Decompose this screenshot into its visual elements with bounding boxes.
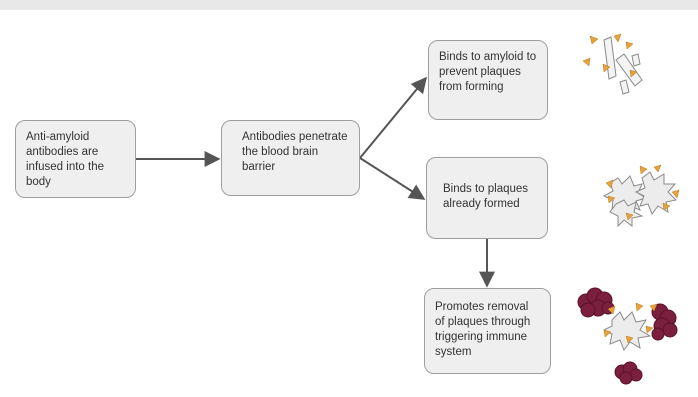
node-infuse-label: Anti-amyloid antibodies are infused into… — [26, 131, 105, 188]
arrow-penetrate-to-bind-plaques — [359, 157, 426, 200]
node-bind-plaques-label: Binds to plaques already formed — [443, 183, 529, 210]
node-removal-label: Promotes removal of plaques through trig… — [435, 301, 531, 358]
arrow-penetrate-to-bind-amyloid — [359, 76, 428, 159]
antibodies-bound-to-plaques-icon — [602, 164, 680, 228]
immune-cells-clearing-plaques-icon — [577, 287, 678, 385]
antibodies-bound-to-amyloid-fibrils-icon — [582, 33, 643, 95]
node-bind-amyloid-label: Binds to amyloid to prevent plaques from… — [439, 51, 537, 93]
node-penetrate: Antibodies penetrate the blood brain bar… — [221, 120, 360, 196]
node-removal: Promotes removal of plaques through trig… — [424, 288, 551, 374]
node-penetrate-label: Antibodies penetrate the blood brain bar… — [242, 131, 348, 173]
node-infuse: Anti-amyloid antibodies are infused into… — [15, 120, 136, 198]
node-bind-plaques: Binds to plaques already formed — [426, 157, 548, 239]
node-bind-amyloid: Binds to amyloid to prevent plaques from… — [428, 40, 548, 120]
top-bar — [0, 0, 698, 10]
